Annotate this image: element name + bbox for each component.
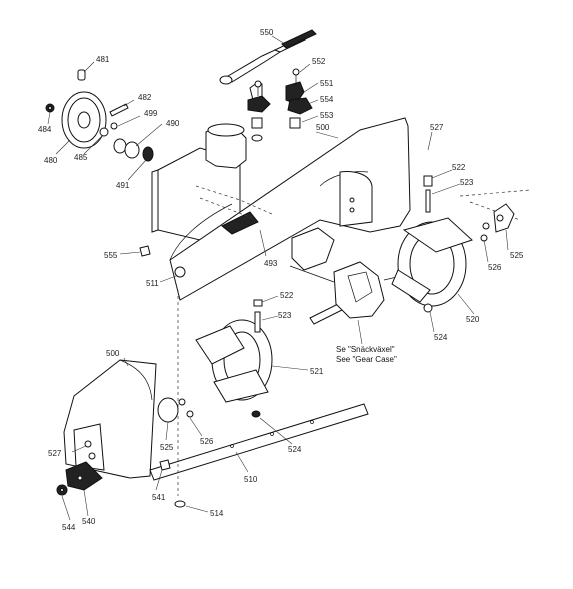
label-552: 552 <box>312 57 326 66</box>
label-525-right: 525 <box>510 251 524 260</box>
pulley-assembly <box>45 69 154 162</box>
label-500-lower: 500 <box>106 349 120 358</box>
label-550: 550 <box>260 28 274 37</box>
label-484: 484 <box>38 125 52 134</box>
label-521: 521 <box>310 367 324 376</box>
label-480: 480 <box>44 156 58 165</box>
label-553: 553 <box>320 111 334 120</box>
bolt-555 <box>139 245 151 257</box>
label-499: 499 <box>144 109 158 118</box>
label-524-lower: 524 <box>288 445 302 454</box>
label-551: 551 <box>320 79 334 88</box>
gear-case <box>289 227 411 325</box>
auger-lower <box>195 299 273 418</box>
gear-case-note: Se "Snäckväxel" See "Gear Case" <box>336 345 397 364</box>
skid-shoe <box>56 459 186 508</box>
label-544: 544 <box>62 523 76 532</box>
label-520: 520 <box>466 315 480 324</box>
scraper-bar <box>149 403 369 481</box>
label-527-lower: 527 <box>48 449 62 458</box>
label-554: 554 <box>320 95 334 104</box>
label-510: 510 <box>244 475 258 484</box>
label-514: 514 <box>210 509 224 518</box>
label-500-top: 500 <box>316 123 330 132</box>
label-493: 493 <box>264 259 278 268</box>
label-522-mid: 522 <box>280 291 294 300</box>
gear-case-note-swedish: Se "Snäckväxel" <box>336 345 395 354</box>
gear-case-note-english: See "Gear Case" <box>336 355 397 364</box>
label-555: 555 <box>104 251 118 260</box>
chute-clips <box>247 68 313 142</box>
label-482: 482 <box>138 93 152 102</box>
label-485: 485 <box>74 153 88 162</box>
label-491: 491 <box>116 181 130 190</box>
bearing-right <box>480 203 515 242</box>
auger-housing-top <box>151 117 411 301</box>
label-540: 540 <box>82 517 96 526</box>
label-490: 490 <box>166 119 180 128</box>
label-481: 481 <box>96 55 110 64</box>
part-labels: 550 552 551 554 553 481 484 482 499 490 … <box>38 28 524 532</box>
label-526-lower: 526 <box>200 437 214 446</box>
leader-lines <box>47 35 509 521</box>
label-527-top: 527 <box>430 123 444 132</box>
label-523-mid: 523 <box>278 311 292 320</box>
auger-right <box>391 175 531 313</box>
label-522-top: 522 <box>452 163 466 172</box>
label-541: 541 <box>152 493 166 502</box>
label-525-lower: 525 <box>160 443 174 452</box>
chute-crank <box>219 29 317 85</box>
label-523-top: 523 <box>460 178 474 187</box>
label-524-right: 524 <box>434 333 448 342</box>
label-526-right: 526 <box>488 263 502 272</box>
auger-housing-lower <box>63 359 194 479</box>
label-511: 511 <box>146 279 159 288</box>
